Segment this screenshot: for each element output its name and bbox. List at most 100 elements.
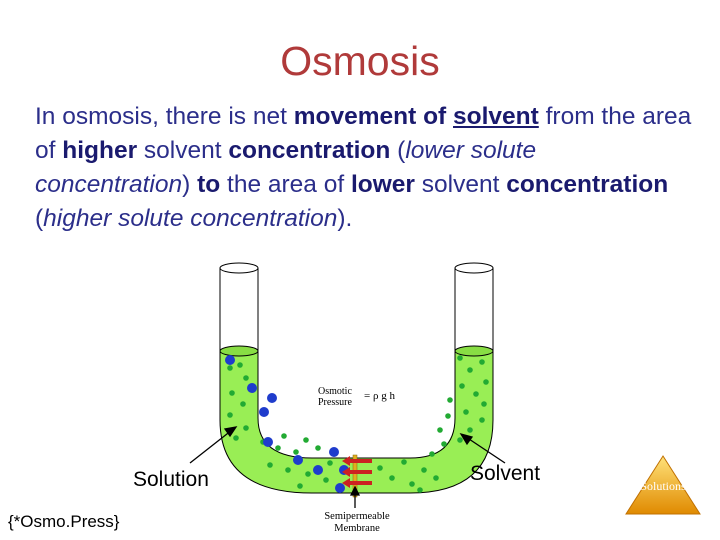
body-italic-run: lower solute concentration xyxy=(35,137,537,198)
solvent-particle xyxy=(467,427,473,433)
body-bold-run: lower xyxy=(350,171,415,198)
solvent-particle xyxy=(479,359,485,365)
u-tube-inner-wall xyxy=(257,268,456,459)
solvent-particle xyxy=(429,451,435,457)
solvent-particle xyxy=(275,445,281,451)
solvent-particle xyxy=(479,417,485,423)
solutions-badge-label: Solutions xyxy=(640,479,686,493)
solvent-particle xyxy=(401,459,407,465)
solvent-particle xyxy=(227,365,233,371)
osmo-press-footer: {*Osmo.Press} xyxy=(8,512,120,531)
membrane-pointer-head xyxy=(349,485,361,496)
right-tube-opening xyxy=(454,262,494,274)
solvent-particle xyxy=(481,401,487,407)
semipermeable-membrane-label: Semipermeable Membrane xyxy=(312,511,402,535)
solvent-particle xyxy=(285,467,291,473)
solvent-particle xyxy=(441,441,447,447)
body-bold-run: concentration xyxy=(506,171,669,198)
solvent-particle xyxy=(417,487,423,493)
solvent-particle xyxy=(243,375,249,381)
solution-pointer-line xyxy=(189,429,233,464)
flow-arrow xyxy=(342,467,372,477)
osmotic-pressure-equation: = ρ g h xyxy=(364,390,395,402)
slide-title: Osmosis xyxy=(280,38,440,84)
solute-particle xyxy=(225,355,235,365)
solvent-particle xyxy=(327,460,333,466)
solute-particle xyxy=(247,383,257,393)
body-bold-run: concentration xyxy=(228,137,391,164)
solute-particle xyxy=(329,447,339,457)
solvent-particle xyxy=(433,475,439,481)
solvent-particle xyxy=(389,475,395,481)
solvent-particle xyxy=(237,362,243,368)
membrane-line1: Semipermeable xyxy=(324,511,390,522)
osmotic-pressure-label: Osmotic Pressure xyxy=(318,386,352,408)
solvent-particle xyxy=(445,413,451,419)
right-meniscus xyxy=(454,345,494,357)
solvent-particle xyxy=(323,477,329,483)
left-tube-opening xyxy=(219,262,259,274)
solute-particle xyxy=(293,455,303,465)
solvent-label: Solvent xyxy=(470,462,541,485)
solvent-particle xyxy=(297,483,303,489)
body-text-run: solvent xyxy=(137,137,229,164)
solvent-particle xyxy=(409,481,415,487)
solute-particle xyxy=(267,393,277,403)
body-paragraph: In osmosis, there is net movement of sol… xyxy=(35,100,695,236)
solution-pointer-head xyxy=(223,426,238,438)
solvent-particle xyxy=(240,401,246,407)
solvent-particle xyxy=(315,445,321,451)
body-text-run: solvent xyxy=(414,171,507,198)
flow-arrow xyxy=(342,456,372,466)
body-text-run: ) xyxy=(182,171,198,198)
solvent-pointer-line xyxy=(465,436,506,464)
body-italic-run: higher solute concentration xyxy=(43,205,338,232)
body-text-run: from the area of xyxy=(35,103,692,164)
solvent-particle xyxy=(459,383,465,389)
solute-particle xyxy=(335,483,345,493)
solvent-particle xyxy=(437,427,443,433)
solvent-particle xyxy=(483,379,489,385)
solvent-particle xyxy=(303,437,309,443)
solute-particle xyxy=(263,437,273,447)
body-bold-underlined-run: solvent xyxy=(453,103,539,130)
solutions-triangle-badge[interactable] xyxy=(624,454,702,516)
solvent-particle xyxy=(421,467,427,473)
body-text-run: ( xyxy=(35,205,44,232)
solvent-particle xyxy=(281,433,287,439)
solvent-particle xyxy=(233,435,239,441)
solvent-flow-arrows xyxy=(342,456,372,488)
osmosis-u-tube-diagram xyxy=(189,262,506,508)
body-text-run: ). xyxy=(337,205,353,232)
osmotic-line1: Osmotic xyxy=(318,386,352,397)
u-tube-outer-wall xyxy=(219,268,494,494)
solvent-particle xyxy=(227,412,233,418)
solvent-particle xyxy=(229,390,235,396)
solvent-particle xyxy=(447,397,453,403)
body-bold-run: to xyxy=(197,171,221,198)
body-text-run: ( xyxy=(390,137,406,164)
solute-particle xyxy=(313,465,323,475)
body-text-run: In osmosis, there is net xyxy=(35,103,294,130)
membrane-line2: Membrane xyxy=(334,523,380,534)
solution-label: Solution xyxy=(133,468,209,491)
flow-arrow xyxy=(342,478,372,488)
solvent-particle xyxy=(293,449,299,455)
solvent-particle xyxy=(377,465,383,471)
u-tube-liquid xyxy=(220,350,493,493)
solvent-pointer-head xyxy=(459,432,474,446)
solvent-particle xyxy=(267,462,273,468)
solute-particle xyxy=(259,407,269,417)
solvent-particle xyxy=(467,367,473,373)
solvent-particle xyxy=(463,409,469,415)
body-bold-run: higher xyxy=(62,137,138,164)
osmotic-line2: Pressure xyxy=(318,397,352,408)
body-bold-run: movement of xyxy=(293,103,454,130)
left-meniscus xyxy=(219,345,259,357)
solvent-particle xyxy=(457,355,463,361)
solvent-particle xyxy=(457,437,463,443)
body-text-run: the area of xyxy=(220,171,351,198)
particles xyxy=(225,355,489,493)
solvent-particle xyxy=(473,391,479,397)
triangle-icon xyxy=(625,455,701,515)
